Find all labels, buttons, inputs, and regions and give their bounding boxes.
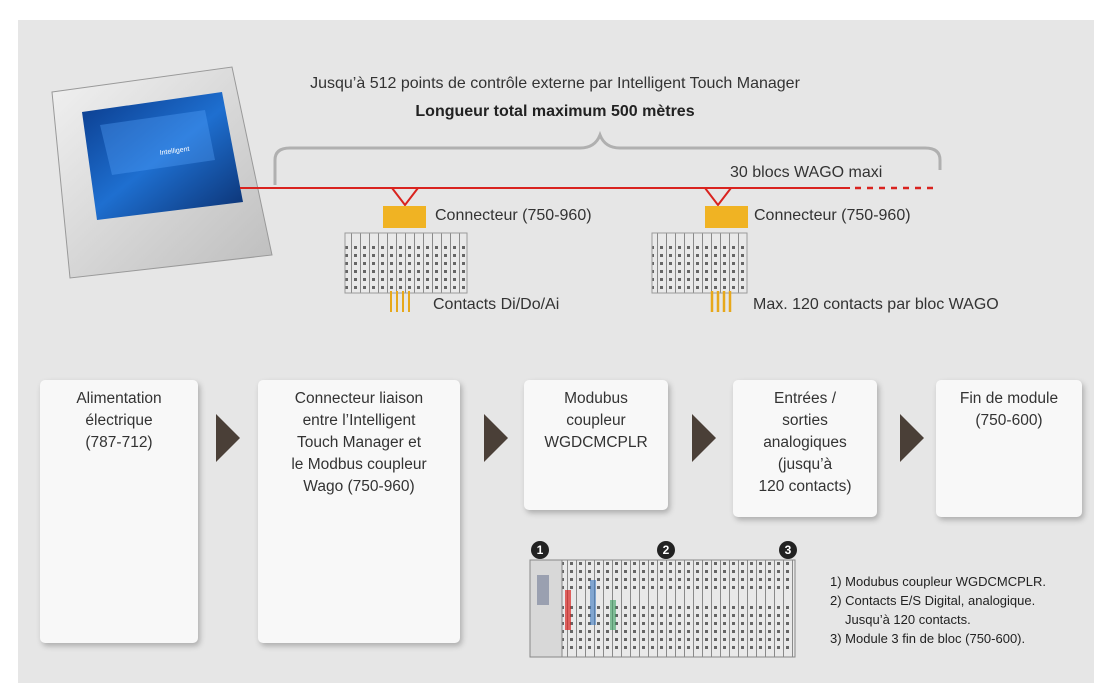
step-connector: Connecteur liaison entre l’Intelligent T… xyxy=(258,380,460,643)
flow-arrow-icon xyxy=(484,414,508,462)
step-line: Connecteur liaison xyxy=(294,390,424,407)
marker-2: 2 xyxy=(657,541,675,559)
step-line: le Modbus coupleur xyxy=(291,456,427,473)
left-connector-label: Connecteur (750-960) xyxy=(435,207,592,224)
max-blocks-label: 30 blocs WAGO maxi xyxy=(730,164,883,181)
note-item: 3) Module 3 fin de bloc (750-600). xyxy=(830,631,1026,646)
step-line: Entrées / xyxy=(773,390,837,407)
step-line: (jusqu’à xyxy=(777,456,833,473)
step-line: (787-712) xyxy=(85,434,153,451)
note-item: 1) Modubus coupleur WGDCMCPLR. xyxy=(830,574,1047,589)
left-contacts-label: Contacts Di/Do/Ai xyxy=(433,296,560,313)
right-connector-label: Connecteur (750-960) xyxy=(754,207,911,224)
coupler-block-photo xyxy=(529,559,796,658)
svg-text:Intelligent: Intelligent xyxy=(159,146,190,157)
step-line: Fin de module xyxy=(959,390,1059,407)
flow-arrow-icon xyxy=(900,414,924,462)
step-line: WGDCMCPLR xyxy=(544,434,648,451)
step-analog-io: Entrées / sorties analogiques (jusqu’à 1… xyxy=(733,380,877,517)
step-line: entre l’Intelligent xyxy=(302,412,416,429)
step-line: 120 contacts) xyxy=(758,478,852,495)
marker-3: 3 xyxy=(779,541,797,559)
step-end-module: Fin de module (750-600) xyxy=(936,380,1082,517)
step-line: Touch Manager et xyxy=(296,434,422,451)
max-length-text: Longueur total maximum 500 mètres xyxy=(415,103,695,120)
step-coupler: Modubus coupleur WGDCMCPLR xyxy=(524,380,668,510)
step-line: analogiques xyxy=(763,434,847,451)
step-line: Wago (750-960) xyxy=(303,478,415,495)
note-item: Jusqu’à 120 contacts. xyxy=(845,612,971,627)
step-line: sorties xyxy=(782,412,828,429)
step-line: électrique xyxy=(85,412,153,429)
step-line: (750-600) xyxy=(975,412,1043,429)
flow-arrow-icon xyxy=(216,414,240,462)
step-line: Modubus xyxy=(564,390,628,407)
step-line: Alimentation xyxy=(76,390,162,407)
step-power-supply: Alimentation électrique (787-712) xyxy=(40,380,198,643)
notes-list: 1) Modubus coupleur WGDCMCPLR. 2) Contac… xyxy=(830,572,1046,648)
flow-arrow-icon xyxy=(692,414,716,462)
touch-manager-device: Intelligent xyxy=(51,66,273,279)
capacity-text: Jusqu’à 512 points de contrôle externe p… xyxy=(310,75,800,92)
step-line: coupleur xyxy=(566,412,626,429)
right-contacts-label: Max. 120 contacts par bloc WAGO xyxy=(753,296,999,313)
note-item: 2) Contacts E/S Digital, analogique. xyxy=(830,593,1036,608)
marker-1: 1 xyxy=(531,541,549,559)
